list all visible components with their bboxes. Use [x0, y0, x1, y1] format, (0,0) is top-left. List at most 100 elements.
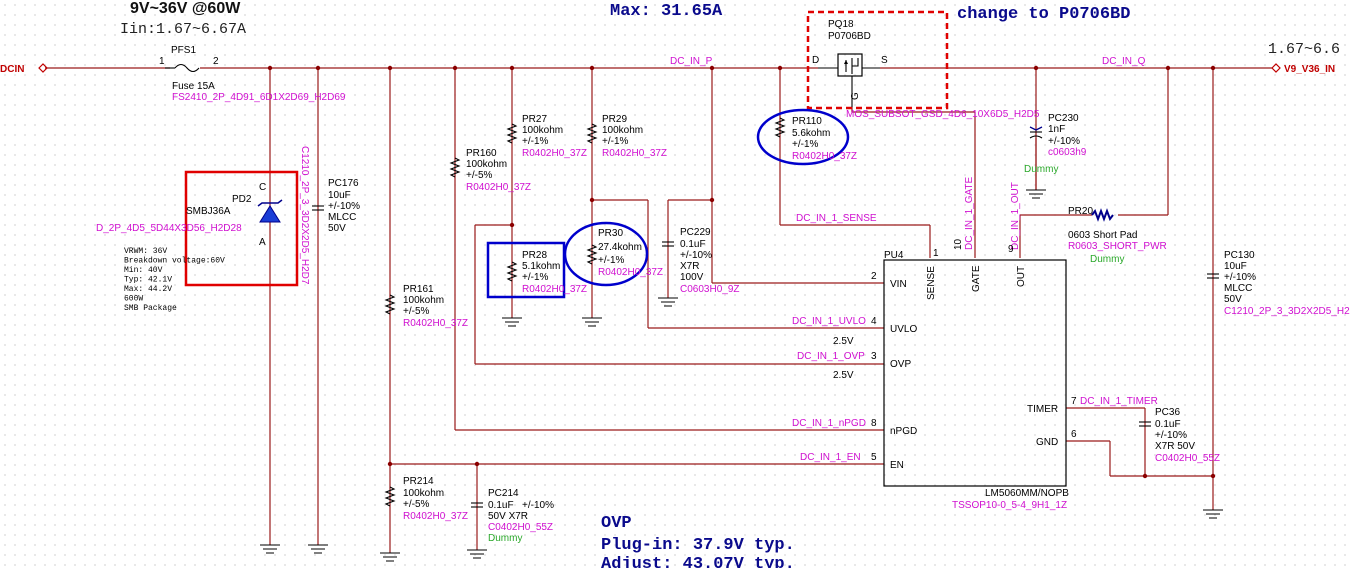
net-dc-in-1-uvlo[interactable]: DC_IN_1_UVLO	[792, 316, 866, 327]
resistor-pr30[interactable]: PR30 27.4kohm +/-1% R0402H0_37Z	[563, 221, 663, 287]
pc214-dummy: Dummy	[488, 533, 522, 544]
main-rail-wires	[45, 67, 1272, 553]
pin-en-name: EN	[890, 460, 904, 471]
capacitor-pc214[interactable]: PC214 0.1uF +/-10% 50V X7R C0402H0_55Z D…	[471, 488, 554, 544]
ovp-threshold: 2.5V	[833, 370, 854, 381]
pr30-l2: +/-1%	[598, 255, 625, 266]
capacitor-pc36[interactable]: PC36 0.1uF +/-10% X7R 50V C0402H0_55Z	[1139, 407, 1220, 464]
net-dc-in-1-out[interactable]: DC_IN_1_OUT	[1010, 182, 1021, 250]
resistor-pr28[interactable]: PR28 5.1kohm +/-1% R0402H0_37Z	[486, 241, 587, 299]
pr30-ref: PR30	[598, 228, 623, 239]
resistor-pr29[interactable]: PR29 100kohm +/-1% R0402H0_37Z	[602, 114, 667, 159]
pc130-l3: MLCC	[1224, 283, 1252, 294]
pr214-l2: +/-5%	[403, 499, 430, 510]
mosfet-pq18[interactable]: PQ18 P0706BD D S G MOS_SUBSOT_GSD_4D6_10…	[806, 10, 1040, 120]
shortpad-pr20[interactable]: PR20 0603 Short Pad R0603_SHORT_PWR Dumm…	[1068, 206, 1167, 265]
pin-timer-num: 7	[1071, 396, 1077, 407]
net-dc-in-1-en[interactable]: DC_IN_1_EN	[800, 452, 861, 463]
pin-uvlo-name: UVLO	[890, 324, 917, 335]
gnd-pd2	[260, 544, 280, 554]
capacitor-pc130[interactable]: PC130 10uF +/-10% MLCC 50V C1210_2P_3_3D…	[1207, 250, 1350, 317]
pc176-l2: +/-10%	[328, 201, 360, 212]
pc230-ref: PC230	[1048, 113, 1079, 124]
resistor-pr161[interactable]: PR161 100kohm +/-5% R0402H0_37Z	[403, 284, 468, 329]
v9-v36-in-port[interactable]: V9_V36_IN	[1271, 63, 1335, 75]
pin-timer-name: TIMER	[1027, 404, 1058, 415]
gnd-pr28	[502, 317, 522, 327]
pfs1-pin2: 2	[213, 56, 219, 67]
pd2-spec-line: Breakdown voltage:60V	[124, 257, 225, 266]
pfs1-value: Fuse 15A	[172, 81, 215, 92]
pr29-ref: PR29	[602, 114, 627, 125]
pc36-footprint: C0402H0_55Z	[1155, 453, 1220, 464]
net-dc-in-1-gate[interactable]: DC_IN_1_GATE	[964, 176, 975, 250]
net-dc-in-1-npgd[interactable]: DC_IN_1_nPGD	[792, 418, 866, 429]
pr29-l1: 100kohm	[602, 125, 643, 136]
pc229-ref: PC229	[680, 227, 711, 238]
pq18-value: P0706BD	[828, 31, 871, 42]
pfs1-pin1: 1	[159, 56, 165, 67]
pfs1-footprint: FS2410_2P_4D91_6D1X2D69_H2D69	[172, 92, 346, 103]
fuse-pfs1[interactable]: PFS1 1 2 Fuse 15A FS2410_2P_4D91_6D1X2D6…	[159, 45, 346, 103]
pu4-footprint: TSSOP10-0_5-4_9H1_1Z	[952, 500, 1067, 511]
gnd-pc176	[308, 544, 328, 554]
net-dc-in-1-ovp[interactable]: DC_IN_1_OVP	[797, 351, 865, 362]
controller-ic-pu4[interactable]: PU4 LM5060MM/NOPB TSSOP10-0_5-4_9H1_1Z V…	[871, 238, 1077, 511]
resistor-pr160[interactable]: PR160 100kohm +/-5% R0402H0_37Z	[466, 148, 531, 193]
uvlo-threshold: 2.5V	[833, 336, 854, 347]
pu4-ref: PU4	[884, 250, 904, 261]
pq18-pin-g: G	[850, 92, 861, 100]
pr30-l1: 27.4kohm	[598, 242, 642, 253]
pc214-l1b: +/-10%	[522, 500, 554, 511]
pq18-pin-d: D	[812, 55, 819, 66]
pc230-dummy: Dummy	[1024, 164, 1058, 175]
dcin-port[interactable]: DCIN	[0, 63, 48, 75]
pin-gate-name: GATE	[971, 265, 982, 292]
resistor-pr27[interactable]: PR27 100kohm +/-1% R0402H0_37Z	[522, 114, 587, 159]
net-dc-in-1-timer[interactable]: DC_IN_1_TIMER	[1080, 396, 1158, 407]
capacitor-pc229[interactable]: PC229 0.1uF +/-10% X7R 100V C0603H0_9Z	[662, 227, 739, 295]
resistor-pr110[interactable]: PR110 5.6kohm +/-1% R0402H0_37Z	[756, 108, 857, 166]
pd2-value: SMBJ36A	[186, 206, 231, 217]
pr160-l2: +/-5%	[466, 170, 493, 181]
pc214-footprint: C0402H0_55Z	[488, 522, 553, 533]
pin-out-num: 9	[1008, 244, 1014, 255]
pc130-footprint: C1210_2P_3_3D2X2D5_H2	[1224, 306, 1350, 317]
pc229-l2: +/-10%	[680, 250, 712, 261]
output-current-note: 1.67~6.6	[1268, 41, 1340, 58]
pq18-pin-s: S	[881, 55, 888, 66]
pin-sense-name: SENSE	[926, 266, 937, 300]
pin-gate-num: 10	[953, 238, 964, 250]
pr20-ref: PR20	[1068, 206, 1093, 217]
net-dc-in-p[interactable]: DC_IN_P	[670, 56, 713, 67]
pr28-highlight-box	[486, 241, 566, 299]
capacitor-pc230[interactable]: PC230 1nF +/-10% c0603h9 Dummy	[1024, 113, 1087, 190]
gnd-pc230	[1026, 189, 1046, 199]
pin-out-name: OUT	[1016, 266, 1027, 287]
pr28-ref: PR28	[522, 250, 547, 261]
net-dc-in-1-sense[interactable]: DC_IN_1_SENSE	[796, 213, 877, 224]
pd2-spec-line: 600W	[124, 295, 143, 304]
pc229-l4: 100V	[680, 272, 704, 283]
ovp-note-plugin: Plug-in: 37.9V typ.	[601, 536, 795, 555]
pc36-l1: 0.1uF	[1155, 419, 1181, 430]
input-current-note: Iin:1.67~6.67A	[120, 21, 246, 38]
capacitor-pc176[interactable]: C1210_2P_3_3D2X2D5_H2D7 PC176 10uF +/-10…	[299, 146, 360, 285]
tvs-diode-pd2[interactable]: PD2 SMBJ36A C A D_2P_4D5_5D44X3D56_H2D28…	[96, 170, 299, 313]
pr214-l1: 100kohm	[403, 488, 444, 499]
resistor-pr214[interactable]: PR214 100kohm +/-5% R0402H0_37Z	[403, 476, 468, 522]
pc214-ref: PC214	[488, 488, 519, 499]
pr161-footprint: R0402H0_37Z	[403, 318, 468, 329]
pr214-ref: PR214	[403, 476, 434, 487]
pu4-part: LM5060MM/NOPB	[985, 488, 1069, 499]
pd2-spec-line: VRWM: 36V	[124, 247, 167, 256]
pfs1-ref: PFS1	[171, 45, 196, 56]
change-part-note: change to P0706BD	[957, 5, 1130, 24]
pin-uvlo-num: 4	[871, 316, 877, 327]
ground-symbols	[260, 189, 1223, 562]
gnd-pr30	[582, 317, 602, 327]
pin-npgd-name: nPGD	[890, 426, 917, 437]
input-spec-title: 9V~36V @60W	[130, 0, 241, 17]
pc130-l1: 10uF	[1224, 261, 1247, 272]
net-dc-in-q[interactable]: DC_IN_Q	[1102, 56, 1146, 67]
